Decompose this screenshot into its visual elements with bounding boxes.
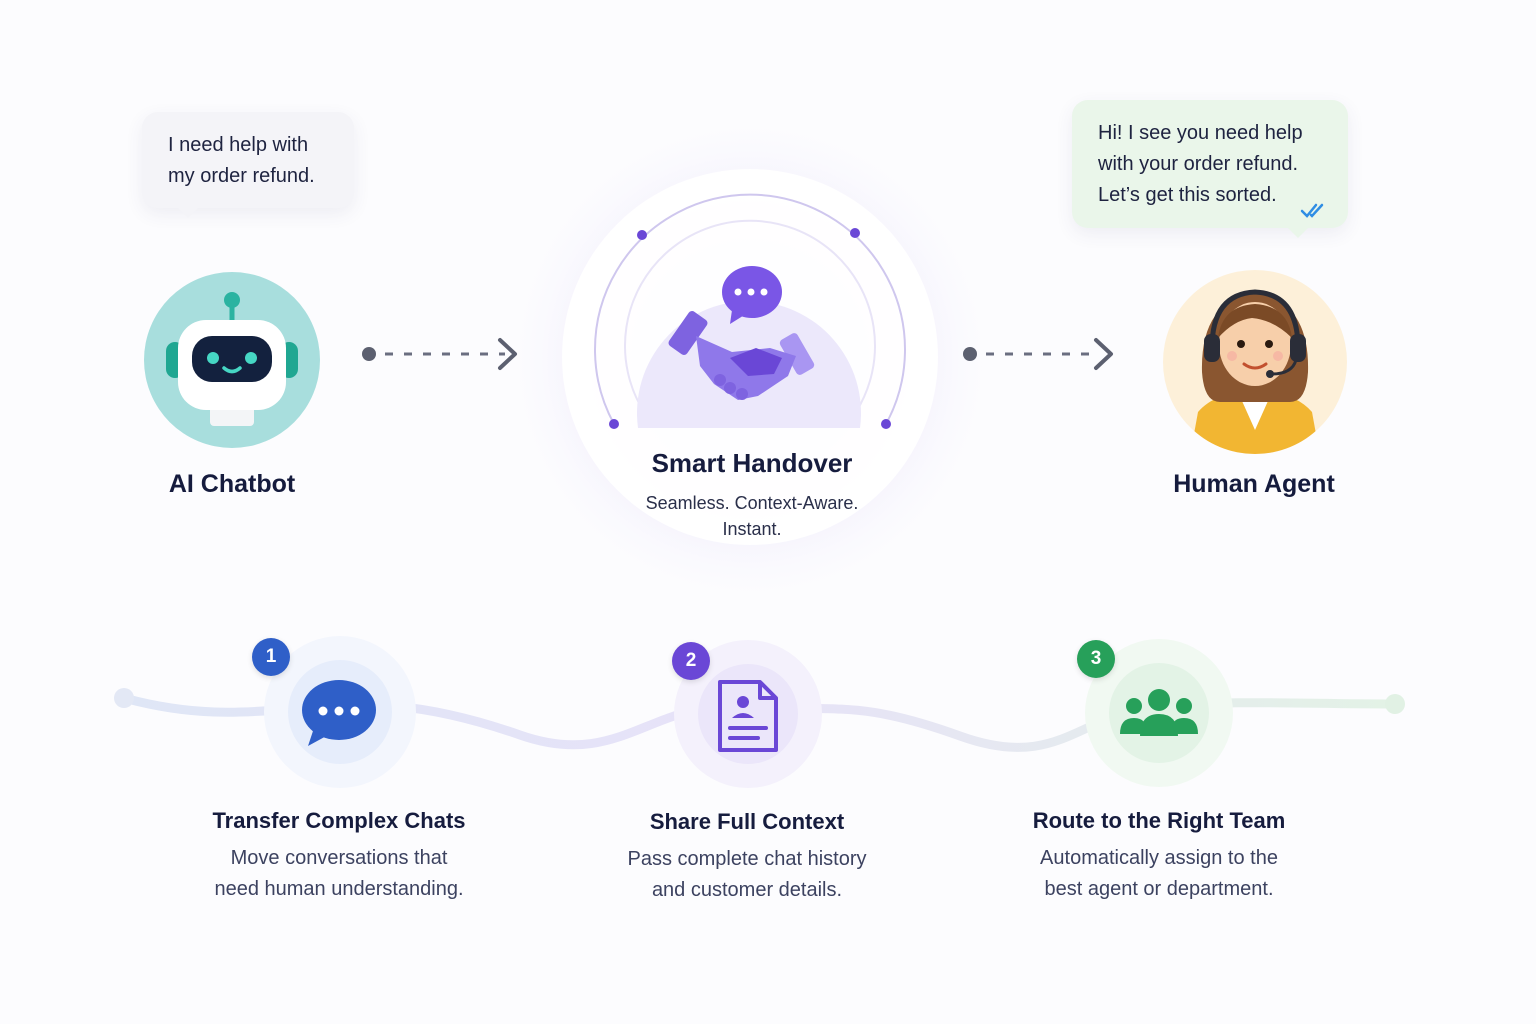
step-2-badge: 2 xyxy=(672,642,710,680)
user-message-line: I need help with xyxy=(168,134,309,156)
user-message-line: my order refund. xyxy=(168,165,315,187)
agent-message-line: Let’s get this sorted. xyxy=(1098,184,1277,206)
speech-bubble-icon xyxy=(722,266,782,324)
step-3-badge: 3 xyxy=(1077,640,1115,678)
agent-message-line: Hi! I see you need help xyxy=(1098,122,1303,144)
step-1-desc-line: Move conversations that xyxy=(230,847,448,869)
handover-arrow-left xyxy=(362,338,517,370)
timeline-end-dot xyxy=(1385,694,1405,714)
timeline-start-dot xyxy=(114,688,134,708)
step-2-desc-line: Pass complete chat history xyxy=(627,848,867,870)
user-message-bubble: I need help with my order refund. xyxy=(142,112,354,218)
step-2-desc-line: and customer details. xyxy=(651,879,843,901)
agent-message-bubble: Hi! I see you need help with your order … xyxy=(1072,100,1348,238)
step-3-description: Automatically assign to the best agent o… xyxy=(979,843,1339,905)
step-2-title: Share Full Context xyxy=(649,809,845,834)
step-1-description: Move conversations that need human under… xyxy=(159,843,519,905)
step-2-icon-circle xyxy=(674,640,822,788)
handshake-icon xyxy=(668,311,815,400)
agent-label: Human Agent xyxy=(1173,470,1335,498)
handover-hub xyxy=(562,169,938,545)
handover-subtitle: Seamless. Context-Aware. Instant. xyxy=(622,490,882,542)
step-1-badge: 1 xyxy=(252,638,290,676)
robot-icon xyxy=(144,272,320,448)
document-user-icon xyxy=(718,680,778,752)
chatbot-label: AI Chatbot xyxy=(168,470,296,498)
step-3-icon-circle xyxy=(1085,639,1233,787)
chat-bubble-icon xyxy=(302,680,376,746)
agent-message-line: with your order refund. xyxy=(1098,153,1299,175)
step-3-desc-line: best agent or department. xyxy=(1044,878,1274,900)
step-1-title: Transfer Complex Chats xyxy=(212,808,466,833)
step-3-title: Route to the Right Team xyxy=(1032,808,1286,833)
step-1-desc-line: need human understanding. xyxy=(214,878,464,900)
human-agent-avatar-icon xyxy=(1163,270,1347,454)
step-2-description: Pass complete chat history and customer … xyxy=(567,844,927,906)
step-3-desc-line: Automatically assign to the xyxy=(1040,847,1278,869)
step-1-icon-circle xyxy=(264,636,416,788)
handover-title: Smart Handover xyxy=(651,448,853,478)
handover-subtitle-line: Instant. xyxy=(722,519,782,539)
handover-arrow-right xyxy=(963,338,1113,370)
double-check-icon xyxy=(1300,203,1324,218)
handover-subtitle-line: Seamless. Context-Aware. xyxy=(645,493,859,513)
team-icon xyxy=(1120,689,1198,736)
